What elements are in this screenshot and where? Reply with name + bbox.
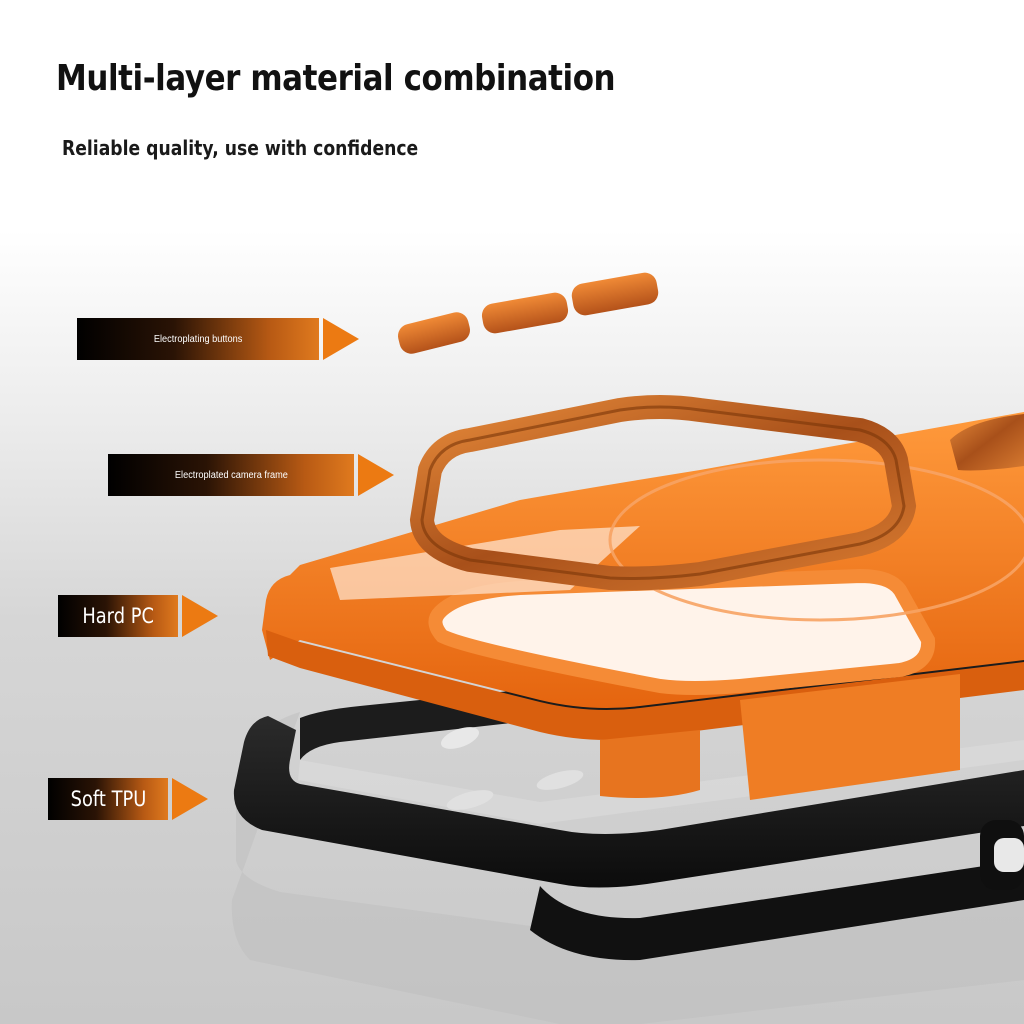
page-subtitle: Reliable quality, use with confidence — [62, 136, 419, 160]
arrow-icon — [172, 778, 208, 820]
label-text: Electroplating buttons — [153, 333, 243, 345]
arrow-icon — [323, 318, 359, 360]
label-electroplated-camera-frame: Electroplated camera frame — [108, 454, 394, 496]
page-title: Multi-layer material combination — [56, 58, 616, 99]
arrow-icon — [358, 454, 394, 496]
label-text: Electroplated camera frame — [174, 469, 288, 481]
arrow-icon — [182, 595, 218, 637]
label-soft-tpu: Soft TPU — [48, 778, 208, 820]
camera-frame — [409, 395, 1024, 591]
label-electroplating-buttons: Electroplating buttons — [77, 318, 359, 360]
pc-shell — [262, 412, 1024, 800]
buttons — [397, 272, 659, 354]
label-hard-pc: Hard PC — [58, 595, 218, 637]
label-text: Soft TPU — [70, 787, 146, 811]
label-text: Hard PC — [82, 604, 154, 628]
